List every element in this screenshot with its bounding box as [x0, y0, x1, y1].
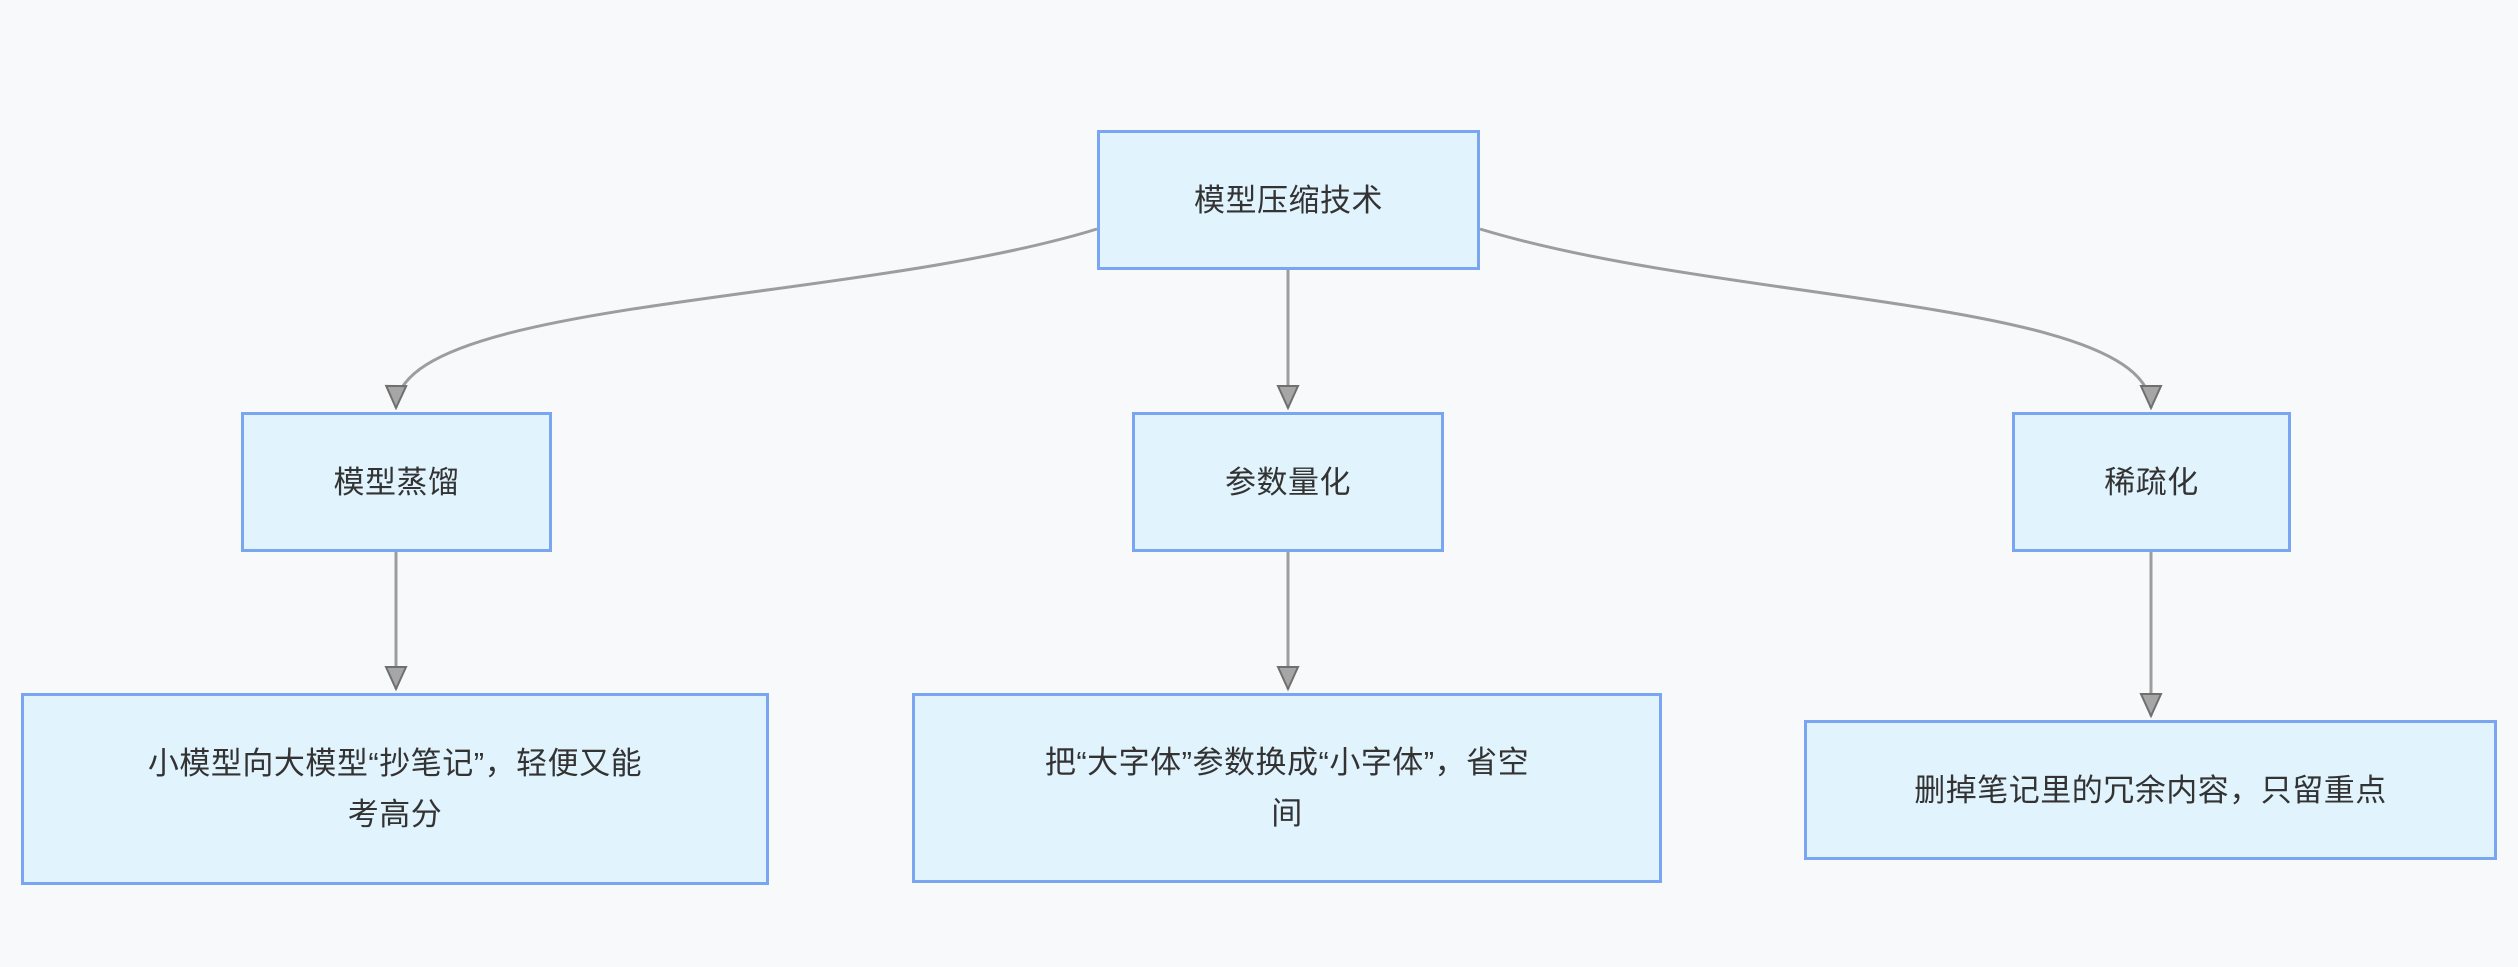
node-label-distill: 模型蒸馏: [333, 464, 460, 500]
diagram-node-quant-desc: 把“大字体”参数换成“小字体”，省空 间: [912, 693, 1662, 883]
diagram-node-quant: 参数量化: [1132, 412, 1444, 552]
node-label-quant-desc: 把“大字体”参数换成“小字体”，省空 间: [1044, 745, 1530, 831]
diagram-node-root: 模型压缩技术: [1097, 130, 1480, 270]
edge-root-to-distill: [384, 227, 1098, 411]
edge-root-to-sparse: [1479, 227, 2163, 411]
node-label-distill-desc: 小模型向大模型“抄笔记”，轻便又能 考高分: [147, 746, 643, 832]
diagram-node-sparse: 稀疏化: [2012, 412, 2291, 552]
node-label-sparse-desc: 删掉笔记里的冗余内容，只留重点: [1914, 772, 2387, 808]
node-label-sparse: 稀疏化: [2104, 464, 2199, 500]
diagram-node-distill-desc: 小模型向大模型“抄笔记”，轻便又能 考高分: [21, 693, 769, 885]
diagram-node-distill: 模型蒸馏: [241, 412, 552, 552]
node-label-quant: 参数量化: [1225, 464, 1351, 500]
node-label-root: 模型压缩技术: [1194, 182, 1383, 218]
diagram-node-sparse-desc: 删掉笔记里的冗余内容，只留重点: [1804, 720, 2497, 860]
